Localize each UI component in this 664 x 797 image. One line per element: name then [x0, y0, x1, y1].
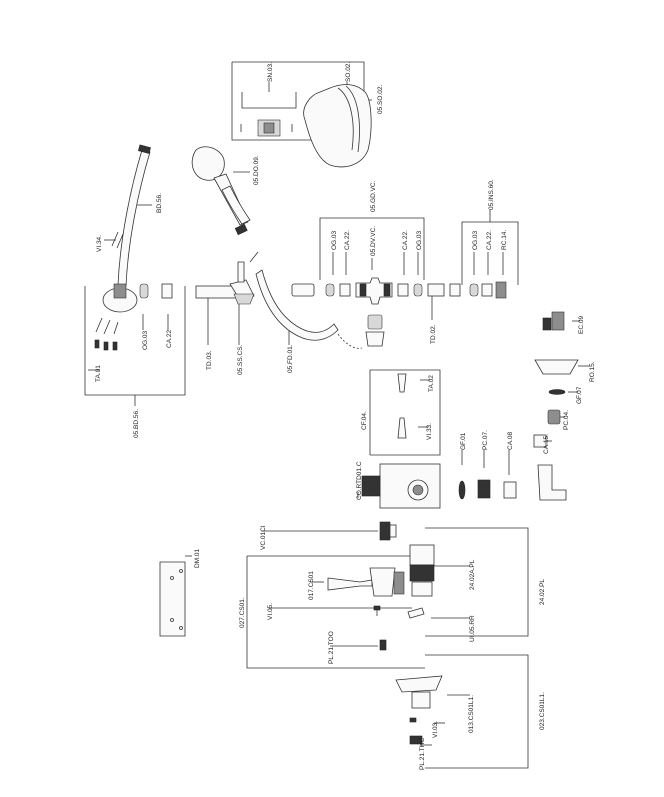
- label-05-fd-01: 05.FD.01.: [287, 344, 294, 373]
- label-td-03: TD.03.: [206, 350, 213, 370]
- flex-hose-part: [255, 269, 363, 349]
- body-small-parts: [458, 479, 517, 500]
- shower-head-body-part: [303, 84, 372, 168]
- label-ca-08: CA.08: [507, 432, 514, 450]
- label-24-02a-pl: 24.02A.PL: [469, 559, 476, 590]
- label-05-ss-cs: 05.SS.CS.: [237, 344, 244, 375]
- filter-part: [240, 119, 293, 137]
- label-ca-22-a: CA.22: [166, 330, 173, 348]
- label-cf-04: CF.04.: [361, 411, 368, 430]
- wall-plate-part: [159, 561, 186, 637]
- label-ca-22-c: CA.22.: [402, 230, 409, 250]
- label-027-cs01: 027.CS01.: [239, 597, 246, 628]
- label-05-do-09: 05.DO.09.: [253, 155, 260, 185]
- label-ta-02: TA.02: [428, 375, 435, 392]
- label-05-gd-vc: 05.GD.VC.: [370, 180, 377, 212]
- label-dm-01: DM.01: [194, 548, 201, 568]
- label-vi-03: VI.03.: [432, 721, 439, 738]
- slide-bar-part: [94, 144, 173, 351]
- label-ec-09: EC.09: [578, 316, 585, 334]
- label-05-dv-vc: 05.DV.VC.: [370, 226, 377, 256]
- label-co-rtd01-c: CO.RTD01.C: [356, 461, 363, 500]
- handle-small-parts: [373, 605, 425, 651]
- diverter-part: [195, 251, 259, 305]
- cross-handle-part: [395, 675, 443, 745]
- label-pc-04: PC.04.: [563, 410, 570, 430]
- label-vi-34: VI.34.: [96, 235, 103, 252]
- label-pl-21-thc: PL.21.THC: [419, 738, 426, 770]
- label-pl-21-too: PL.21.TOO: [328, 631, 335, 664]
- valve-group-part: [291, 277, 423, 347]
- labels: 05.SO.02. SN.03. SO.02. 05.DO.09. BD.56.…: [95, 62, 596, 770]
- insert-parts: [427, 281, 507, 299]
- label-vi-05: VI.05.: [267, 603, 274, 620]
- label-24-02-pl: 24.02.PL: [539, 579, 546, 605]
- bracket-lines: [84, 61, 590, 769]
- label-017-cs01: 017.CS01: [308, 571, 315, 600]
- label-pc-07: PC.07.: [482, 430, 489, 450]
- valve-body-part: [361, 463, 441, 509]
- label-gf-07-a: GF.07: [576, 386, 583, 404]
- label-bd-56: BD.56.: [156, 193, 163, 213]
- cf04-parts: [397, 373, 407, 439]
- label-05-so-02: 05.SO.02.: [377, 85, 384, 114]
- hand-shower-part: [191, 146, 251, 236]
- label-vc-01ci: VC.01CI: [260, 525, 267, 550]
- label-sn-03: SN.03.: [267, 62, 274, 82]
- label-013-cs01l1: 013.CS01L1.: [468, 695, 475, 733]
- label-ca-22-d: CA.22.: [486, 230, 493, 250]
- label-og-03-d: OG.03: [472, 230, 479, 250]
- outlet-parts: [533, 311, 579, 501]
- label-td-02: TD.02.: [430, 324, 437, 344]
- lever-handle-part: [327, 567, 405, 597]
- label-ro-15: RO.15.: [589, 361, 596, 382]
- label-ta-01: TA.01: [95, 365, 102, 382]
- headwork-part: [409, 544, 435, 597]
- label-og-03-b: OG.03: [331, 230, 338, 250]
- label-ca-22-b: CA.22.: [344, 230, 351, 250]
- label-gf-01: GF.01: [460, 432, 467, 450]
- label-ui-05-rr: UI.05.RR: [469, 615, 476, 642]
- label-023-cs01l1: 023.CS01L1.: [539, 692, 546, 730]
- label-og-03-a: OG.03: [142, 330, 149, 350]
- label-so-02: SO.02.: [345, 62, 352, 82]
- label-05-bd-56: 05.BD.56.: [133, 409, 140, 438]
- cartridge-part: [379, 521, 397, 541]
- label-05-ins-60: 05.INS.60.: [488, 179, 495, 210]
- label-ca-15: CA.15.: [543, 434, 550, 454]
- label-og-03-c: OG.03: [416, 230, 423, 250]
- label-vi-33: VI.33.: [426, 423, 433, 440]
- label-rc-14: RC.14.: [501, 230, 508, 250]
